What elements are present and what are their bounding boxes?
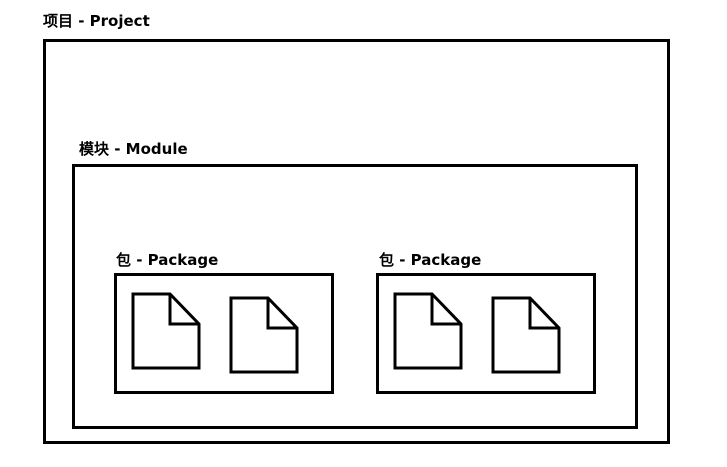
file-icon-shape <box>131 292 201 370</box>
package-label: 包 - Package <box>379 251 482 269</box>
package-container <box>376 273 596 394</box>
project-container <box>43 39 670 444</box>
file-icon <box>490 295 562 375</box>
module-container <box>72 164 638 429</box>
file-icon-shape <box>491 296 561 374</box>
file-icon <box>228 295 300 375</box>
file-icon-shape <box>393 292 463 370</box>
file-icon-shape <box>229 296 299 374</box>
file-icon <box>130 291 202 371</box>
package-label: 包 - Package <box>116 251 219 269</box>
project-label: 项目 - Project <box>43 12 150 30</box>
module-label: 模块 - Module <box>79 140 188 158</box>
package-container <box>114 273 334 394</box>
file-icon <box>392 291 464 371</box>
